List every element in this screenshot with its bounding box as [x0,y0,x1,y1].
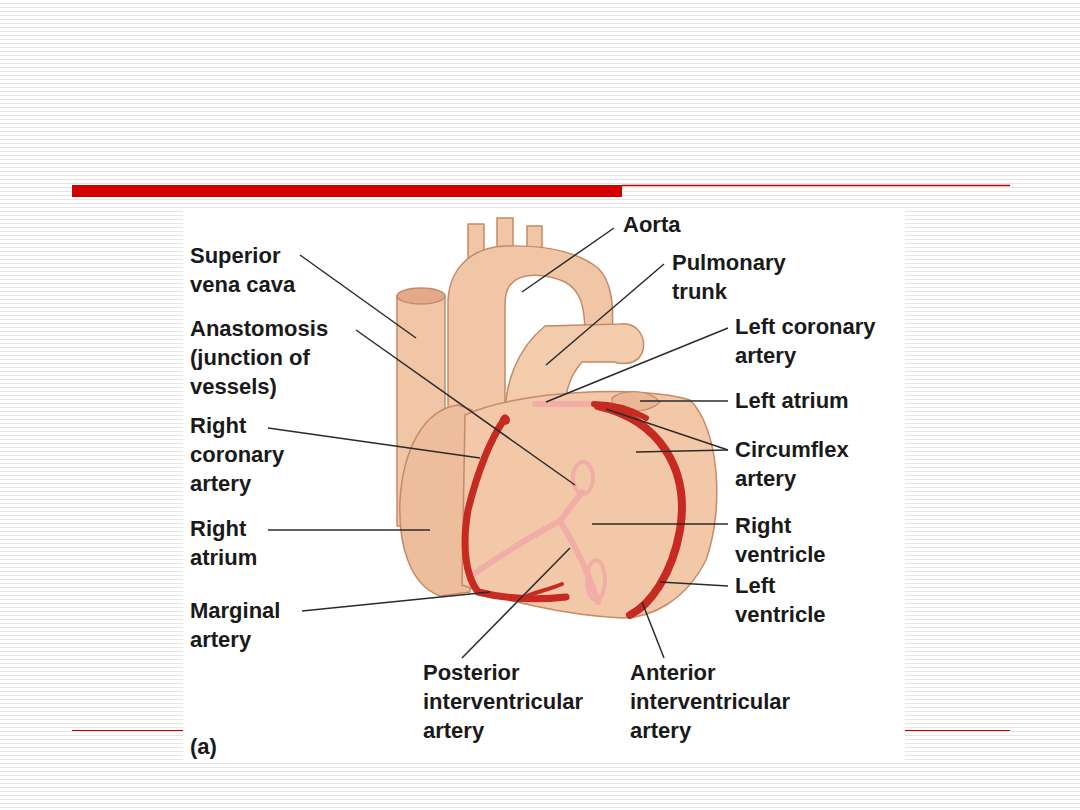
part-label: Circumflex artery [735,435,885,493]
figure-panel [183,208,905,762]
figure-tag: (a) [190,732,250,761]
part-label: Anterior interventricular artery [630,658,820,745]
part-label: Marginal artery [190,596,300,654]
anastomosis-loop [587,560,605,600]
posterior-vessels [472,404,598,602]
part-label: Left coronary artery [735,312,905,370]
vena-cava-opening [397,288,445,304]
part-label: Right coronary artery [190,411,300,498]
ventricles [462,392,717,618]
header-bar [72,185,622,197]
part-label: Posterior interventricular artery [423,658,613,745]
coronary-ostium [500,415,510,425]
part-label: Left atrium [735,386,905,415]
part-label: Aorta [623,210,773,239]
anterior-vessels [465,404,682,615]
part-label: Superior vena cava [190,241,310,299]
part-label: Pulmonary trunk [672,248,812,306]
header-rule [622,185,1010,187]
part-label: Right atrium [190,514,290,572]
leader-lines [268,228,728,658]
part-label: Right ventricle [735,511,855,569]
part-label: Left ventricle [735,571,855,629]
part-label: Anastomosis (junction of vessels) [190,314,350,401]
right-atrium [400,405,472,596]
anastomosis-loop [573,462,593,494]
